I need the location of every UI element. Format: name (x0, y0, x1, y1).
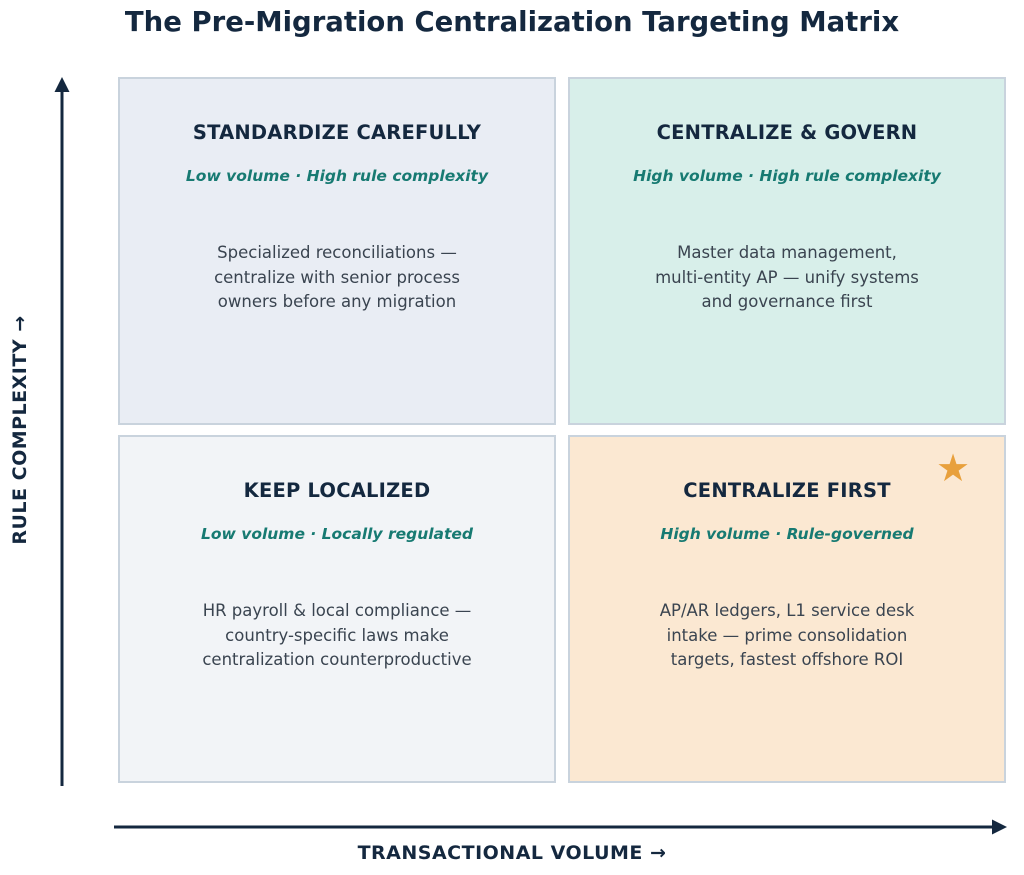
quadrant-subtitle: Low volume · High rule complexity (185, 167, 489, 185)
quadrant-subtitle: High volume · Rule-governed (660, 525, 914, 543)
quadrant-heading: KEEP LOCALIZED (243, 479, 431, 502)
quadrant-heading: CENTRALIZE FIRST (683, 479, 891, 502)
quadrant-keep-localized: KEEP LOCALIZED Low volume · Locally regu… (118, 435, 556, 783)
quadrant-subtitle: Low volume · Locally regulated (200, 525, 474, 543)
quadrant-description: AP/AR ledgers, L1 service desk intake — … (659, 601, 915, 669)
quadrant-subtitle: High volume · High rule complexity (633, 167, 941, 185)
quadrant-description: Specialized reconciliations — centralize… (214, 243, 460, 311)
quadrant-centralize-and-govern: CENTRALIZE & GOVERN High volume · High r… (568, 77, 1006, 425)
star-icon: ★ (936, 446, 971, 490)
y-axis-label: RULE COMPLEXITY → (9, 315, 31, 545)
quadrant-heading: STANDARDIZE CAREFULLY (192, 121, 482, 144)
quadrant-description: HR payroll & local compliance — country-… (202, 601, 472, 669)
quadrant-centralize-first: ★ CENTRALIZE FIRST High volume · Rule-go… (568, 435, 1006, 783)
quadrant-heading: CENTRALIZE & GOVERN (656, 121, 918, 144)
quadrant-description: Master data management, multi-entity AP … (655, 243, 919, 311)
x-axis-label: TRANSACTIONAL VOLUME → (357, 842, 667, 864)
page-title: The Pre-Migration Centralization Targeti… (124, 6, 900, 38)
quadrant-standardize-carefully: STANDARDIZE CAREFULLY Low volume · High … (118, 77, 556, 425)
